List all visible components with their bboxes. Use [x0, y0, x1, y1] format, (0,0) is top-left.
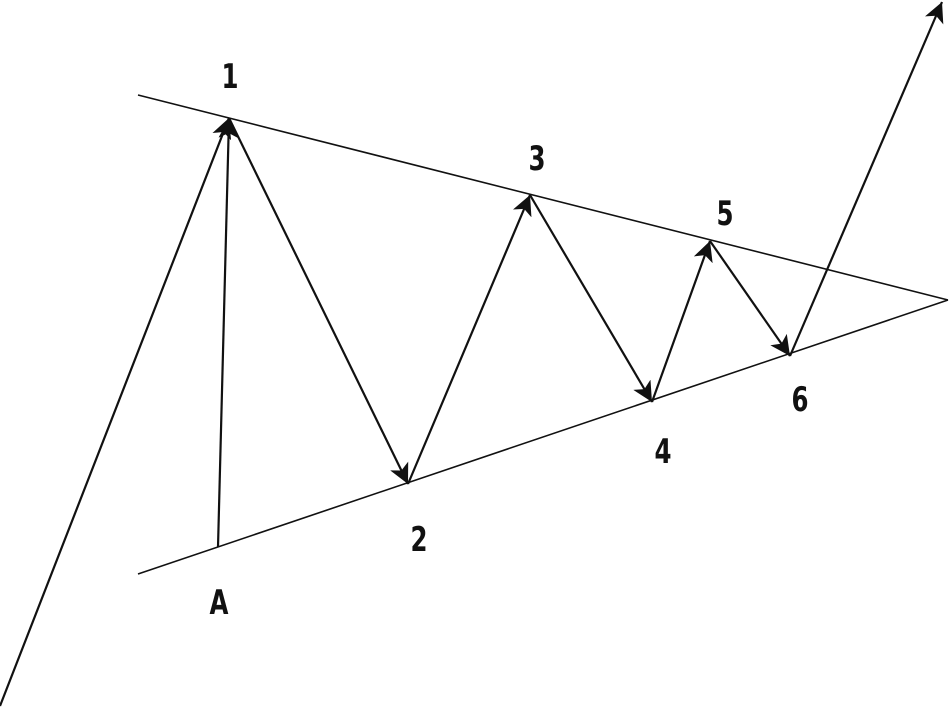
point-label-6: 6 — [791, 380, 808, 419]
lower-trendline — [137, 299, 949, 575]
height-measure-arrow — [216, 117, 239, 548]
point-label-a: A — [210, 583, 229, 622]
point-label-2: 2 — [410, 520, 427, 559]
breakout-arrow — [788, 1, 944, 357]
point-label-1: 1 — [221, 57, 238, 96]
swing-3-to-4-arrow — [529, 194, 653, 403]
upper-trendline — [137, 94, 949, 301]
swing-5-to-6-arrow — [709, 240, 791, 357]
swing-1-to-2-arrow — [228, 117, 409, 485]
point-label-5: 5 — [716, 194, 733, 233]
prior-uptrend-arrow — [0, 117, 232, 707]
point-label-3: 3 — [528, 139, 545, 178]
swing-2-to-3-arrow — [406, 194, 532, 485]
point-label-4: 4 — [654, 432, 671, 471]
swing-4-to-5-arrow — [650, 240, 713, 403]
